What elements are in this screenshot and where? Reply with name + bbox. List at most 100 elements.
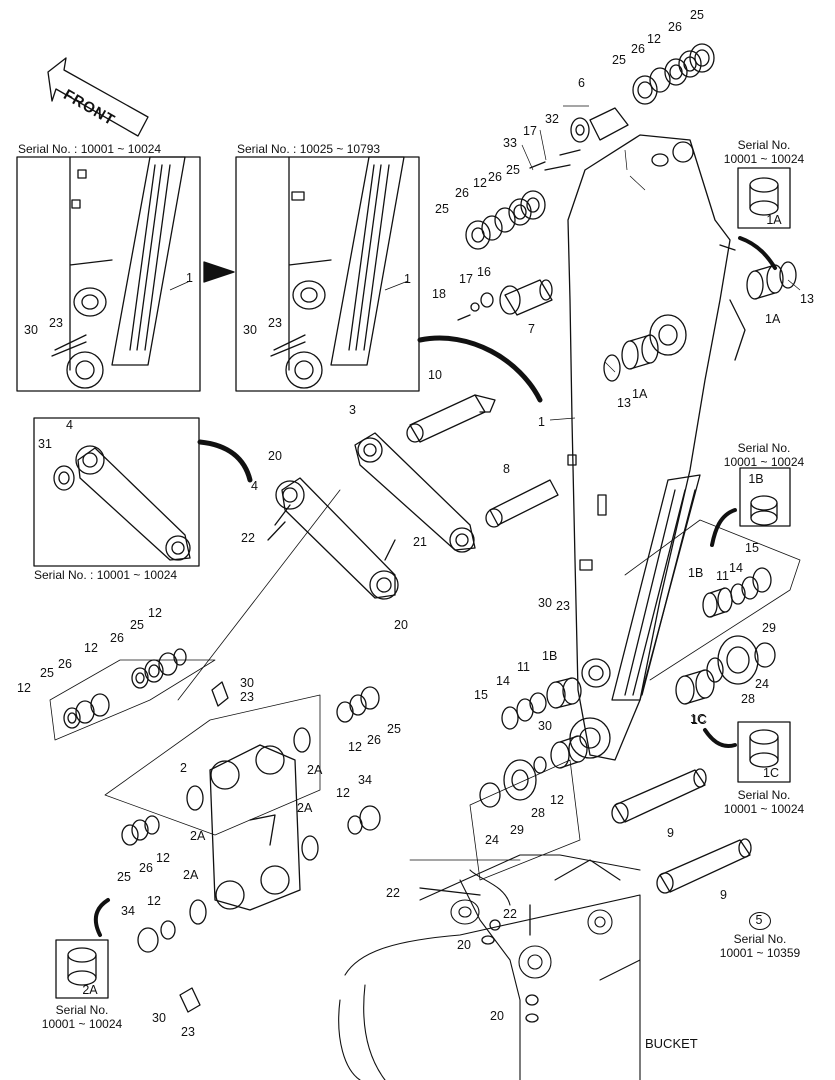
- detail-box-2A: [55, 939, 109, 999]
- part-callout: 1C: [690, 712, 706, 726]
- detail-2A-serial-b: 10001 ~ 10024: [41, 1017, 123, 1031]
- part-callout: 26: [668, 20, 682, 34]
- part-callout: 12: [336, 786, 350, 800]
- part-callout: 29: [510, 823, 524, 837]
- part-callout: 23: [240, 690, 254, 704]
- part-callout: 1: [186, 271, 193, 285]
- part-callout: 12: [647, 32, 661, 46]
- part-callout: 2A: [190, 829, 206, 843]
- detail-1B-serial-b: 10001 ~ 10024: [723, 455, 805, 469]
- part-callout: 28: [531, 806, 545, 820]
- detail-box-1B: [739, 467, 791, 527]
- part-callout: 1A: [765, 312, 781, 326]
- part-callout: 4: [251, 479, 258, 493]
- pin-7: [457, 279, 553, 321]
- washer-stack-left-upper: [63, 648, 187, 729]
- part-callout: 12: [473, 176, 487, 190]
- part-callout: 1B: [688, 566, 704, 580]
- part-callout: 34: [358, 773, 372, 787]
- part-callout: 2: [180, 761, 187, 775]
- washer-stack-left-lower: [121, 686, 381, 953]
- part-callout: 18: [432, 287, 446, 301]
- callout-arrow-link: [197, 439, 253, 483]
- part-callout: 17: [523, 124, 537, 138]
- bucket-label: BUCKET: [645, 1036, 698, 1051]
- part-callout: 1B: [542, 649, 558, 663]
- part-callout: 7: [528, 322, 535, 336]
- link-4: [275, 477, 399, 600]
- part-callout: 1: [538, 415, 545, 429]
- part-callout: 2A: [307, 763, 323, 777]
- part-callout: 9: [667, 826, 674, 840]
- part-callout: 25: [690, 8, 704, 22]
- part-callout: 30: [538, 596, 552, 610]
- nut-20-b: [525, 994, 539, 1006]
- part-callout: 34: [121, 904, 135, 918]
- detail-2A-label: 2A: [82, 983, 98, 997]
- part-callout: 13: [800, 292, 814, 306]
- part-callout: 12: [84, 641, 98, 655]
- pin-9-upper: [611, 768, 707, 824]
- detail-5-serial-b: 10001 ~ 10359: [719, 946, 801, 960]
- part-callout: 30: [152, 1011, 166, 1025]
- part-callout: 23: [49, 316, 63, 330]
- part-callout: 16: [477, 265, 491, 279]
- part-callout: 15: [745, 541, 759, 555]
- part-callout: 1A: [632, 387, 648, 401]
- part-callout: 3: [349, 403, 356, 417]
- detail-1B-serial-a: Serial No.: [737, 441, 791, 455]
- link-2-assembly: [186, 727, 319, 925]
- pin-8: [485, 479, 559, 528]
- part-callout: 26: [631, 42, 645, 56]
- part-callout: 30: [24, 323, 38, 337]
- part-callout: 11: [517, 660, 530, 674]
- part-callout: 29: [762, 621, 776, 635]
- part-callout: 23: [181, 1025, 195, 1039]
- arrow-right-icon: [203, 261, 235, 283]
- part-callout: 21: [413, 535, 427, 549]
- part-callout: 1: [404, 272, 411, 286]
- part-callout: 22: [503, 907, 517, 921]
- part-callout: 8: [503, 462, 510, 476]
- pin-10: [406, 394, 496, 443]
- inset-serial-top-left: Serial No. : 10001 ~ 10024: [18, 142, 162, 156]
- grease-fitting-30-b: [179, 987, 201, 1013]
- part-callout: 11: [716, 569, 729, 583]
- detail-1A-serial-b: 10001 ~ 10024: [723, 152, 805, 166]
- inset-box-top-middle: [235, 156, 420, 392]
- washer-stack-upper-left: [465, 190, 546, 250]
- detail-box-1A: [737, 167, 791, 229]
- pin-21: [384, 539, 396, 561]
- inset-arm-left: [51, 156, 186, 389]
- detail-1A-serial-a: Serial No.: [737, 138, 791, 152]
- pin-9-lower: [656, 838, 752, 894]
- part-callout: 10: [428, 368, 442, 382]
- detail-1C-serial-b: 10001 ~ 10024: [723, 802, 805, 816]
- part-callout: 26: [488, 170, 502, 184]
- part-callout: 26: [139, 861, 153, 875]
- part-callout: 14: [496, 674, 510, 688]
- bolt-22-upper: [267, 504, 291, 541]
- inset-box-link: [33, 417, 200, 567]
- part-callout: 26: [455, 186, 469, 200]
- part-callout: 24: [755, 677, 769, 691]
- part-callout: 26: [110, 631, 124, 645]
- part-callout: 20: [268, 449, 282, 463]
- part-callout: 12: [550, 793, 564, 807]
- main-arm-body: [567, 134, 746, 761]
- detail-1B-label: 1B: [748, 472, 764, 486]
- nut-20-a: [489, 919, 501, 931]
- part-callout: 22: [241, 531, 255, 545]
- callout-arrow-mid-inset: [417, 335, 543, 403]
- inset-link-4: [53, 445, 191, 561]
- part-callout: 23: [556, 599, 570, 613]
- inset-arm-middle: [270, 156, 405, 389]
- part-callout: 12: [148, 606, 162, 620]
- part-callout: 25: [612, 53, 626, 67]
- part-callout: 1C: [691, 713, 707, 727]
- part-callout: 6: [578, 76, 585, 90]
- detail-box-1C: [737, 721, 791, 783]
- detail-5-circle: [749, 912, 771, 930]
- part-callout: 2A: [297, 801, 313, 815]
